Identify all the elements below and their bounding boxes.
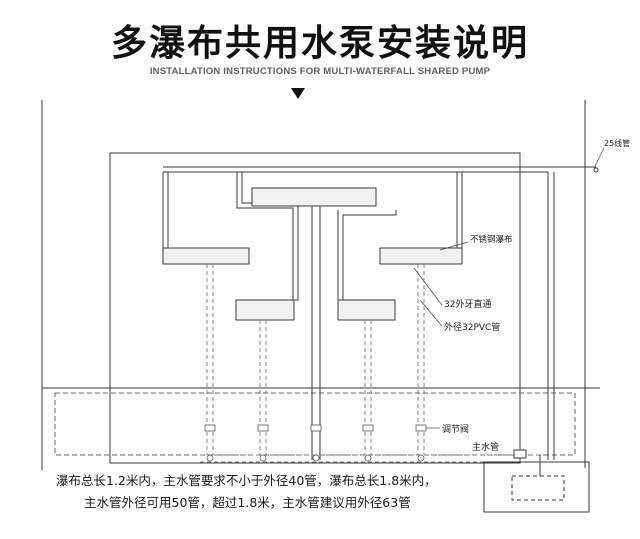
caption: 瀑布总长1.2米内，主水管要求不小于外径40管，瀑布总长1.8米内， 主水管外径…	[0, 470, 488, 514]
waterfall-tray-right-high	[379, 247, 463, 265]
valve-2	[257, 424, 269, 432]
label-valve: 调节阀	[442, 424, 469, 435]
joint-2	[259, 454, 267, 462]
pump-valve	[513, 449, 527, 459]
label-pvc-32: 外径32PVC管	[444, 321, 500, 333]
waterfall-tray-center	[251, 187, 377, 207]
pipe-end-cap	[593, 167, 599, 173]
pump-pit	[483, 461, 590, 513]
valve-1	[204, 424, 216, 432]
caption-line-1: 瀑布总长1.2米内，主水管要求不小于外径40管，瀑布总长1.8米内，	[56, 473, 437, 488]
joint-4	[364, 454, 372, 462]
leader-fitting	[413, 267, 443, 306]
label-fitting-32: 32外牙直通	[444, 298, 491, 310]
joint-1	[206, 454, 214, 462]
leader-pipe-25	[593, 147, 605, 169]
waterfall-tray-left-high	[162, 247, 250, 265]
page-title: 多瀑布共用水泵安装说明	[110, 23, 529, 64]
joint-5	[417, 454, 425, 462]
manifold-outer-right	[456, 172, 463, 249]
manifold-inner-left	[236, 172, 299, 301]
leader-waterfall	[439, 241, 469, 251]
label-main-pipe: 主水管	[472, 441, 499, 453]
label-stainless-waterfall: 不锈钢瀑布	[470, 234, 513, 245]
caption-line-2: 主水管外径可用50管，超过1.8米，主水管建议用外径63管	[84, 495, 411, 510]
pump-body	[511, 475, 565, 501]
down-arrow-icon	[291, 88, 305, 99]
waterfall-tray-right-low	[337, 299, 396, 321]
valve-5	[415, 424, 427, 432]
manifold-outer-left	[162, 172, 169, 249]
waterfall-tray-left-low	[235, 299, 295, 321]
back-frame	[109, 152, 521, 464]
valve-3	[310, 424, 322, 432]
page-subtitle: INSTALLATION INSTRUCTIONS FOR MULTI-WATE…	[149, 66, 491, 77]
joint-3	[312, 454, 320, 462]
manifold-inner-right	[337, 210, 397, 301]
valve-4	[362, 424, 374, 432]
leader-pvc	[419, 299, 443, 327]
label-pipe-25: 25线管	[604, 138, 630, 148]
